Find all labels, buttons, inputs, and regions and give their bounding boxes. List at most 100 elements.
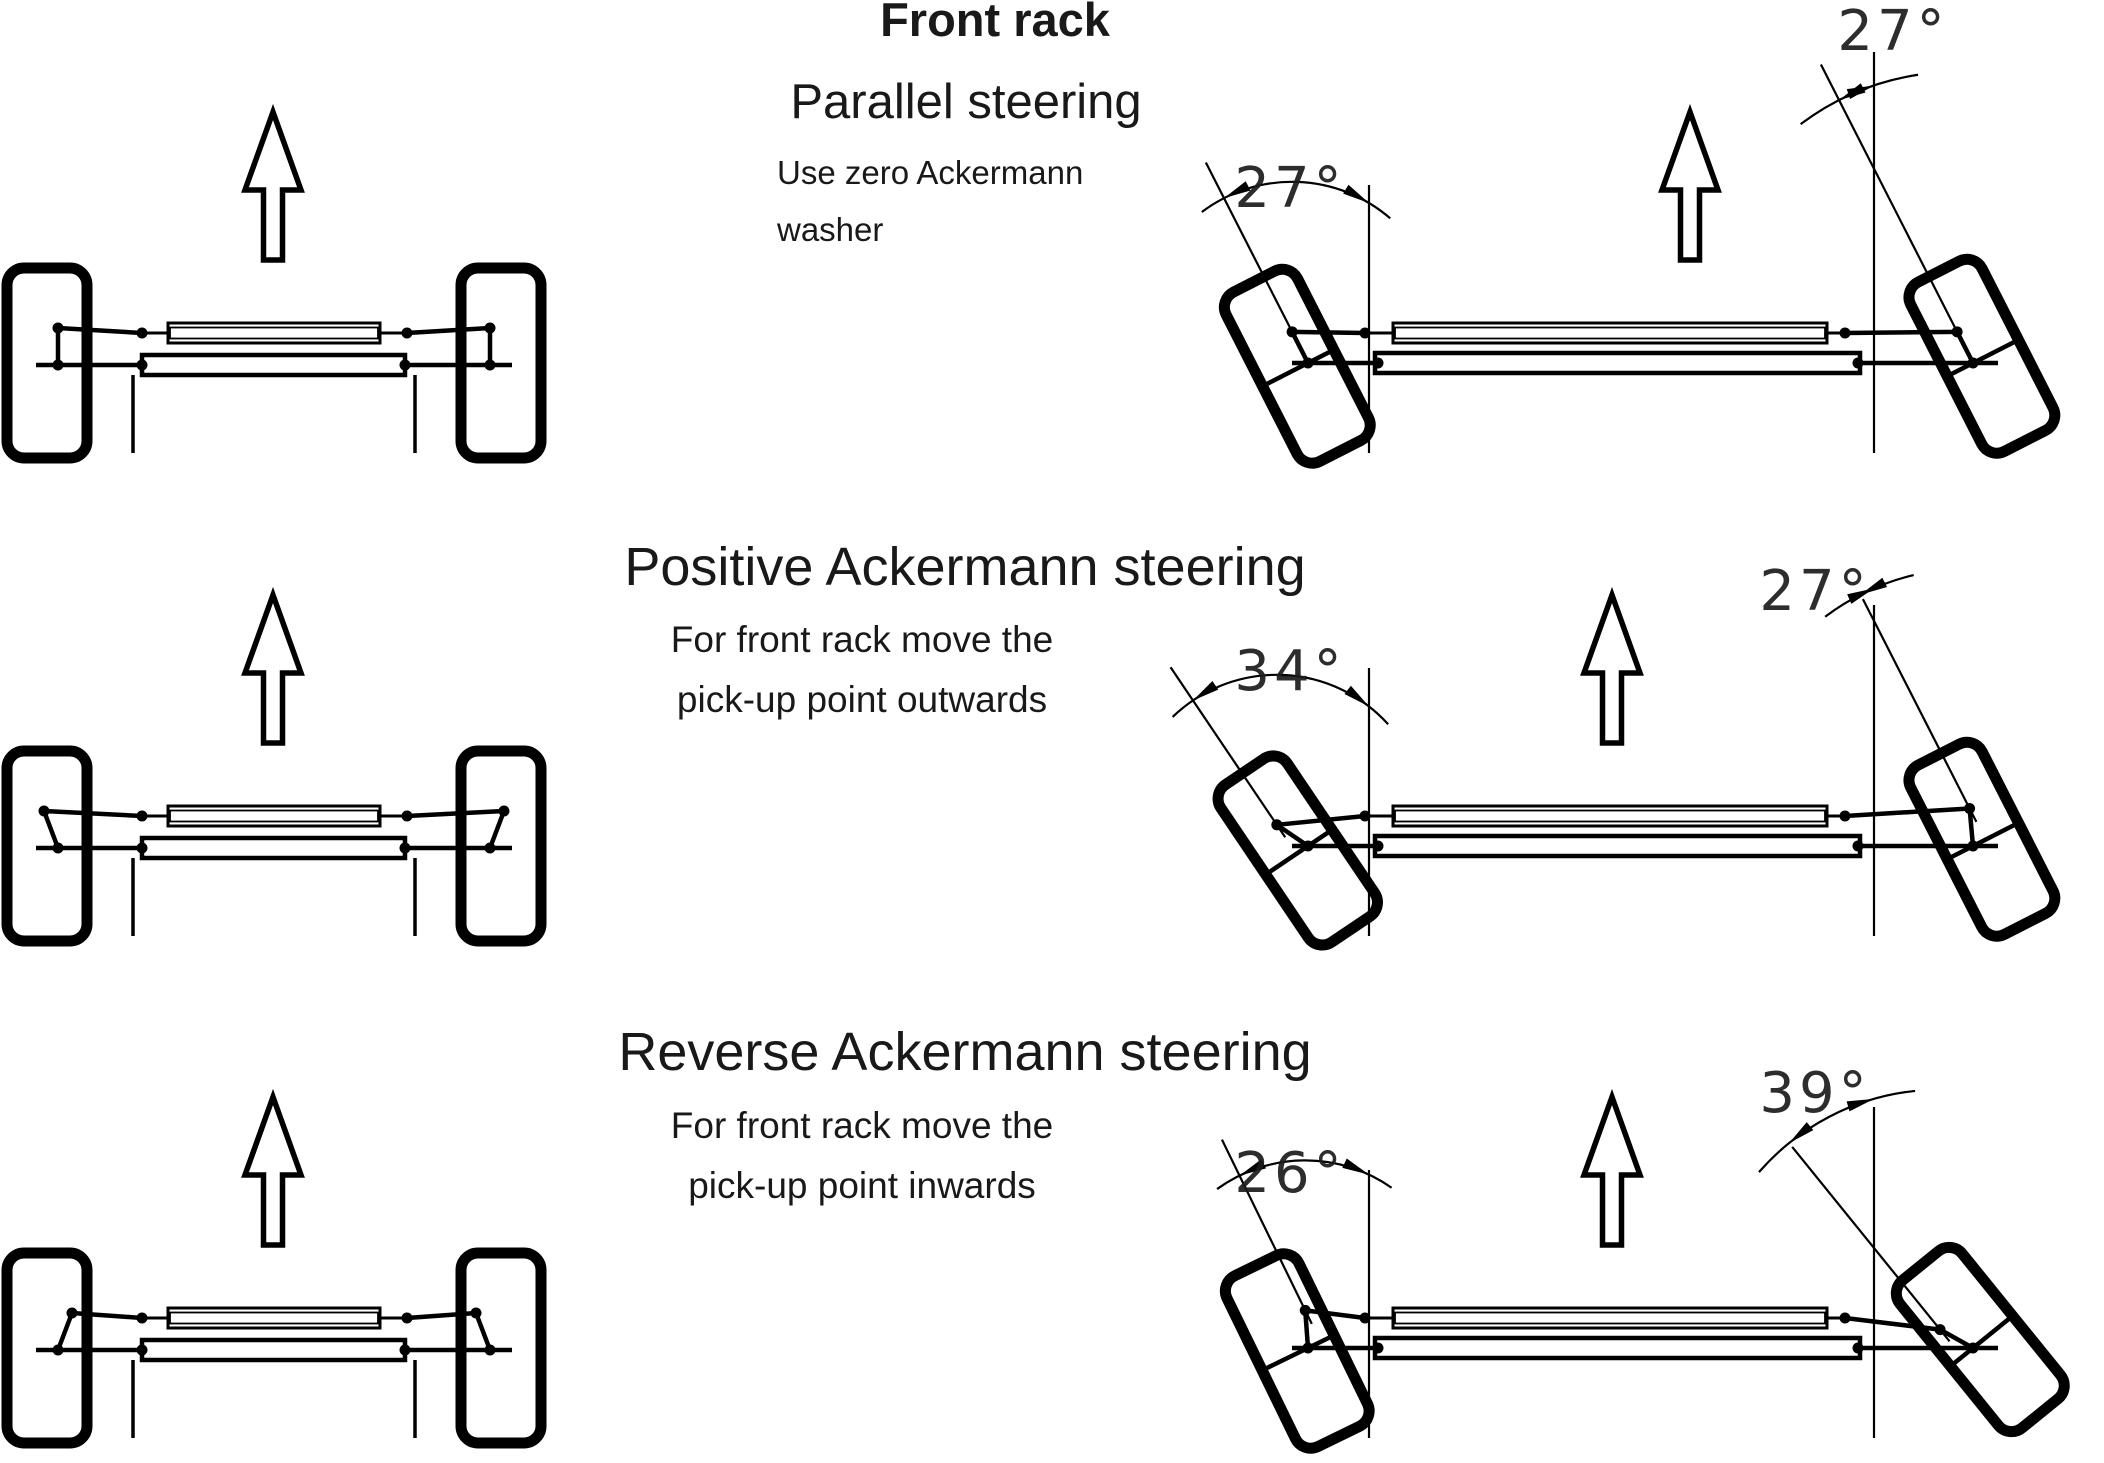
wheel-plane-line-right (1861, 598, 1978, 823)
joint-dot (52, 842, 64, 854)
joint-dot (136, 842, 148, 854)
direction-arrow (241, 586, 305, 746)
angle-label: 34° (1234, 639, 1345, 704)
tie-rod-right (406, 325, 491, 336)
figure-title: Front rack (880, 0, 1110, 46)
row3-heading: Reverse Ackermann steering (618, 1022, 1312, 1082)
axle-beam (1372, 350, 1863, 376)
joint-dot (401, 810, 413, 822)
joint-dot (399, 359, 411, 371)
direction-arrow (1658, 103, 1722, 263)
wheel-plane-line-left (1169, 666, 1287, 838)
joint-dot (1839, 327, 1851, 339)
joint-dot (1852, 840, 1864, 852)
row2-description: For front rack move the pick-up point ou… (671, 610, 1053, 730)
row1-description-line1: Use zero Ackermann (777, 154, 1084, 191)
stub-axle-left (1263, 1333, 1335, 1372)
wheel-plane-line-right (1819, 64, 1965, 346)
joint-dot (1967, 840, 1979, 852)
joint-dot (484, 322, 496, 334)
joint-dot (1852, 357, 1864, 369)
wheel-right (1903, 253, 2061, 459)
joint-dot (1302, 840, 1314, 852)
dimension-arc (1216, 1159, 1393, 1190)
row2-description-line2: pick-up point outwards (676, 679, 1048, 720)
joint-dot (1372, 840, 1384, 852)
joint-dot (401, 327, 413, 339)
steering-arm-left (41, 810, 61, 849)
row3-description: For front rack move the pick-up point in… (671, 1096, 1053, 1216)
row3-description-line1: For front rack move the (670, 1105, 1054, 1146)
axle-beam (1372, 1335, 1863, 1361)
joint-dot (1852, 1342, 1864, 1354)
wheel-plane-line-left (1204, 162, 1300, 346)
stub-axle-left (1266, 828, 1333, 875)
wheel-right (1903, 736, 2061, 942)
joint-dot (399, 842, 411, 854)
stub-axle-left (1264, 348, 1334, 387)
tie-rod-left (43, 808, 143, 819)
joint-dot (52, 359, 64, 371)
steering-arm-left (1275, 822, 1310, 848)
diagram-row3-straight (1, 1088, 547, 1449)
joint-dot (136, 1344, 148, 1356)
steering-rack (1391, 321, 1829, 345)
joint-dot (470, 1307, 482, 1319)
dim-arrowhead (1224, 181, 1251, 199)
diagram-row2-straight (1, 586, 547, 947)
joint-dot (136, 1312, 148, 1324)
steering-rack-inner (1394, 809, 1826, 823)
wheel-right (1890, 1241, 2070, 1438)
row2-heading: Positive Ackermann steering (624, 537, 1306, 597)
tie-rod-left (1304, 1308, 1366, 1321)
joint-dot (1839, 810, 1851, 822)
dimension-arc (1758, 1089, 1916, 1173)
wheel-plane-line-right (1791, 1146, 1951, 1342)
direction-arrow (1580, 586, 1644, 746)
wheel-left (1, 745, 93, 947)
wheel-left (1219, 1248, 1375, 1454)
wheel-right (455, 262, 547, 464)
axle-beam (139, 835, 408, 861)
stub-axle-right (1949, 1316, 2012, 1368)
joint-dot (1839, 1312, 1851, 1324)
joint-dot (1302, 357, 1314, 369)
steering-arm-left (55, 1312, 75, 1351)
wheel-left (1212, 750, 1383, 951)
dim-arrowhead (1860, 577, 1888, 595)
steering-arm-right (487, 810, 507, 849)
dim-arrowhead (1344, 685, 1369, 707)
steering-rack-inner (1394, 326, 1826, 340)
row1-description-line2: washer (777, 211, 884, 248)
direction-arrow (1580, 1088, 1644, 1248)
wheel-left (1, 1247, 93, 1449)
joint-dot (66, 1307, 78, 1319)
wheel-right (455, 1247, 547, 1449)
row2-description-line1: For front rack move the (670, 619, 1054, 660)
diagram-row1-straight (1, 103, 547, 464)
joint-dot (484, 842, 496, 854)
angle-label: 27° (1234, 156, 1345, 221)
diagram-row3-turned: 26°39° (1216, 1061, 2070, 1454)
dim-arrowhead (1846, 1098, 1874, 1112)
steering-rack-inner (1394, 1311, 1826, 1325)
row3-description-line2: pick-up point inwards (688, 1165, 1036, 1206)
dim-arrowhead (1343, 184, 1369, 204)
dim-arrowhead (1192, 681, 1219, 701)
steering-rack (1391, 804, 1829, 828)
joint-dot (1302, 1342, 1314, 1354)
diagram-row1-turned: 27° 27° (1201, 0, 2061, 469)
joint-dot (484, 359, 496, 371)
dim-arrowhead (1839, 83, 1866, 101)
wheel-plane-line-left (1220, 1139, 1313, 1325)
joint-dot (1967, 357, 1979, 369)
wheel-right (455, 745, 547, 947)
steering-arm-left (1302, 1310, 1311, 1349)
joint-dot (136, 359, 148, 371)
joint-dot (136, 327, 148, 339)
row1-description: Use zero Ackermann washer (777, 144, 1083, 258)
angle-label: 27° (1837, 0, 1948, 64)
axle-beam (139, 1337, 408, 1363)
diagram-row2-turned: 34°27° (1169, 559, 2061, 951)
